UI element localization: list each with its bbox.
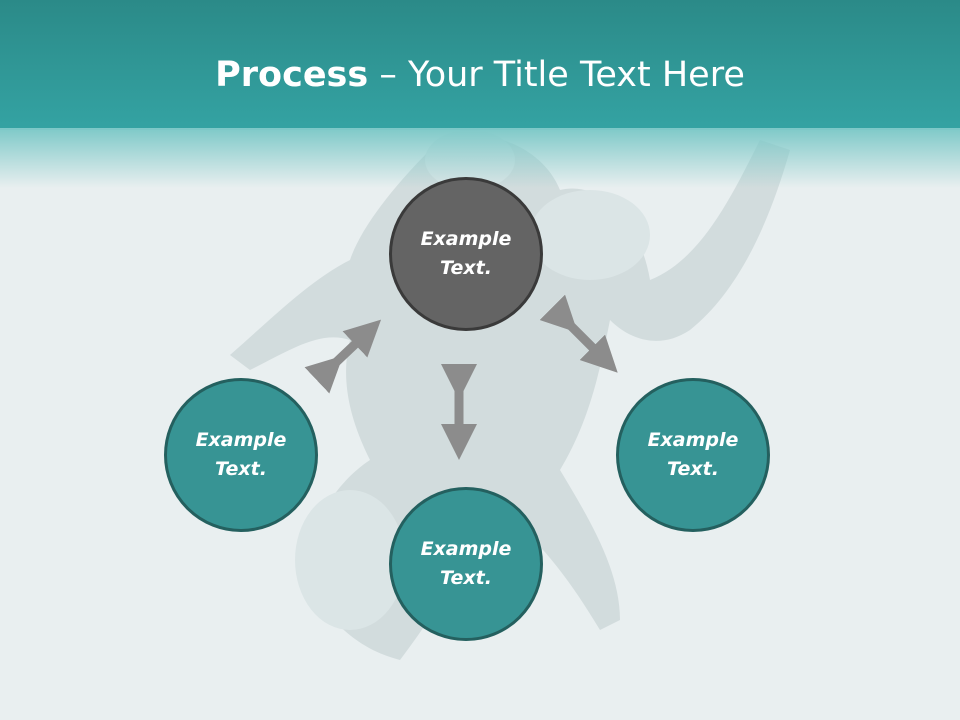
node-left-line2: Text. [215, 458, 267, 480]
double-arrow-right [539, 294, 618, 373]
node-top-line1: Example [420, 228, 512, 250]
node-bottom-line2: Text. [440, 567, 492, 589]
node-bottom-line1: Example [420, 538, 512, 560]
title-bar [0, 0, 960, 130]
double-arrow-left [304, 319, 382, 394]
slide-title: Process – Your Title Text Here [0, 52, 960, 98]
title-bold: Process [215, 55, 369, 95]
node-top-line2: Text. [440, 257, 492, 279]
node-right-line2: Text. [667, 458, 719, 480]
node-left-line1: Example [195, 429, 287, 451]
title-rest: – Your Title Text Here [368, 55, 745, 95]
node-right-line1: Example [647, 429, 739, 451]
